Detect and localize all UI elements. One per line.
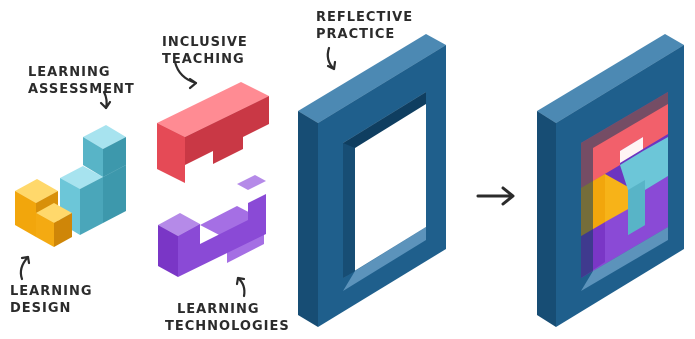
teal-assessment-block — [60, 125, 126, 235]
label-reflective-practice: REFLECTIVE PRACTICE — [316, 9, 413, 43]
label-line: LEARNING — [28, 65, 111, 80]
label-line: INCLUSIVE — [162, 35, 248, 50]
label-inclusive-teaching: INCLUSIVE TEACHING — [162, 34, 248, 68]
label-line: ASSESSMENT — [28, 82, 135, 97]
label-learning-assessment: LEARNING ASSESSMENT — [28, 64, 135, 98]
label-line: LEARNING — [10, 284, 93, 299]
design-pointer-icon — [19, 255, 31, 281]
label-line: LEARNING — [177, 302, 260, 317]
inclusive-pointer-icon — [173, 60, 198, 90]
label-line: PRACTICE — [316, 27, 396, 42]
assembled-frame — [537, 34, 684, 327]
label-learning-technologies: LEARNING TECHNOLOGIES — [165, 301, 290, 335]
red-inclusive-block — [157, 82, 269, 183]
technologies-pointer-icon — [235, 276, 246, 298]
arrow-right-icon — [476, 186, 515, 206]
yellow-design-block — [15, 179, 72, 247]
label-learning-design: LEARNING DESIGN — [10, 283, 93, 317]
reflective-pointer-icon — [326, 46, 337, 71]
label-line: REFLECTIVE — [316, 10, 414, 25]
reflective-frame — [298, 34, 446, 327]
assessment-pointer-icon — [99, 90, 112, 110]
label-line: DESIGN — [10, 301, 72, 316]
label-line: TEACHING — [162, 52, 245, 67]
label-line: TECHNOLOGIES — [165, 319, 290, 334]
purple-technologies-block — [158, 175, 266, 277]
